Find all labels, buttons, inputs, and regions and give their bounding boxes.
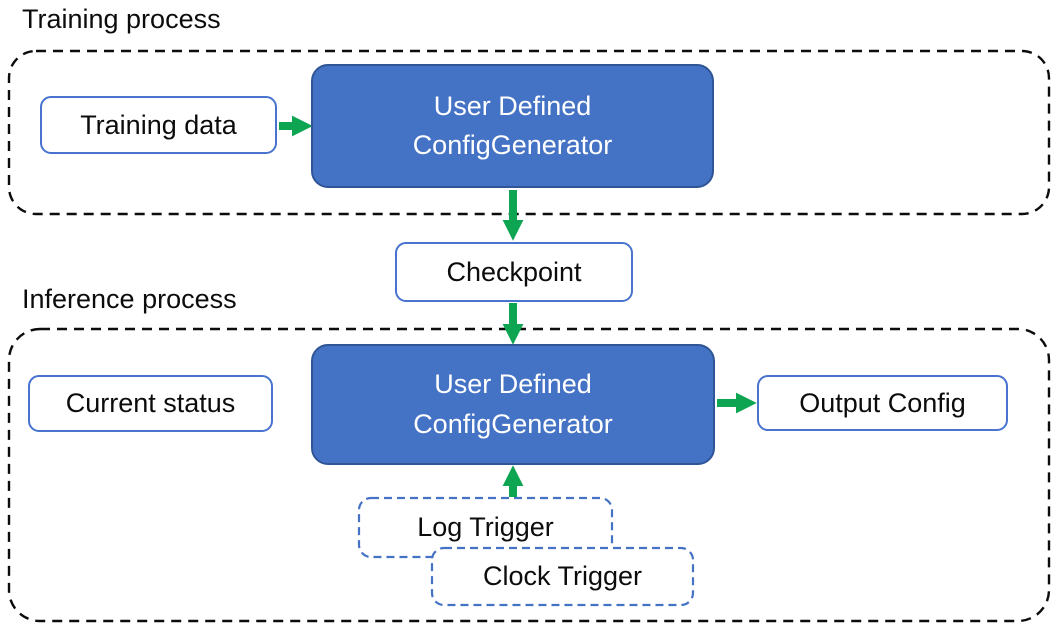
output-config-box: Output Config (757, 375, 1008, 431)
log-trigger-box: Log Trigger (417, 512, 554, 542)
training-process-title: Training process (22, 4, 221, 34)
training-generator-box: User Defined ConfigGenerator (311, 64, 714, 188)
clock-trigger-outline (430, 546, 695, 607)
inference-generator-box: User Defined ConfigGenerator (311, 344, 715, 465)
log-trigger-outline (357, 496, 614, 559)
current-status-box: Current status (28, 375, 273, 432)
inference-process-container (7, 327, 1051, 623)
clock-trigger-box: Clock Trigger (482, 561, 643, 591)
training-data-box: Training data (40, 96, 277, 154)
training-process-container (7, 49, 1051, 216)
checkpoint-box: Checkpoint (395, 242, 633, 302)
inference-process-title: Inference process (22, 284, 237, 314)
